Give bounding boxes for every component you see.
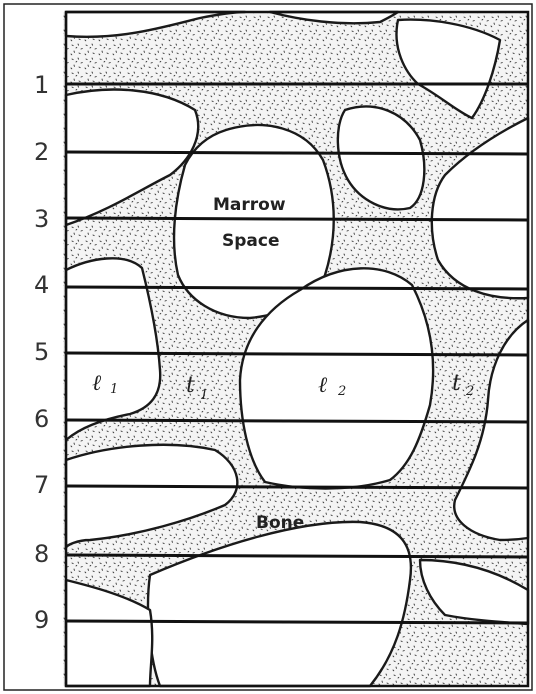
row-number-2: 2 (34, 138, 49, 166)
grid-line-9 (66, 621, 528, 623)
segment-label-l2-sub: 2 (337, 384, 346, 399)
segment-label-t2-main: t (452, 371, 461, 396)
diagram-area: Marrow Space Bone ℓ 1 t 1 ℓ 2 t 2 (63, 12, 528, 686)
grid-line-3 (66, 218, 528, 220)
row-number-1: 1 (34, 71, 49, 99)
grid-line-4 (66, 287, 528, 289)
row-number-4: 4 (34, 271, 49, 299)
bone-label: Bone (256, 513, 304, 533)
grid-line-8 (66, 555, 528, 557)
row-number-3: 3 (34, 205, 49, 233)
segment-label-t1-main: t (186, 373, 195, 398)
grid-line-6 (66, 420, 528, 422)
row-number-7: 7 (34, 471, 49, 499)
row-number-6: 6 (34, 405, 49, 433)
row-number-9: 9 (34, 606, 49, 634)
segment-label-t1-sub: 1 (200, 388, 208, 403)
row-number-5: 5 (34, 338, 49, 366)
segment-label-l1-sub: 1 (110, 382, 118, 397)
segment-label-l1-main: ℓ (92, 371, 102, 396)
marrow-space-label-line2: Space (222, 231, 280, 251)
row-numbers: 1 2 3 4 5 6 7 8 9 (34, 71, 49, 634)
grid-line-7 (66, 486, 528, 488)
segment-label-t2-sub: 2 (465, 384, 474, 399)
grid-line-5 (66, 353, 528, 355)
row-number-8: 8 (34, 540, 49, 568)
marrow-space-label-line1: Marrow (213, 195, 286, 215)
grid-line-2 (66, 152, 528, 154)
segment-label-l2-main: ℓ (318, 373, 328, 398)
